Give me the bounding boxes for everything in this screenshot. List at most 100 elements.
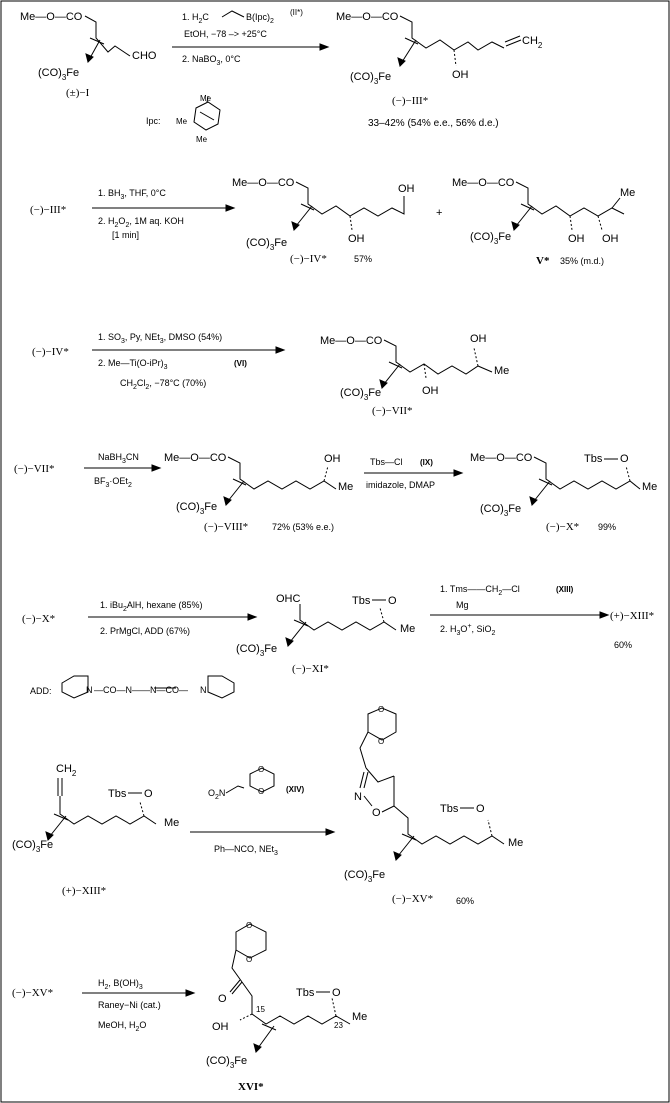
step3-arrow: 1. SO3, Py, NEt3, DMSO (54%) 2. Me—Ti(O-… (92, 332, 286, 391)
step3-reactant: (−)−IV* (32, 346, 69, 358)
svg-text:Tbs: Tbs (108, 788, 127, 800)
svg-text:Raney−Ni (cat.): Raney−Ni (cat.) (98, 1000, 161, 1010)
svg-text:O: O (372, 807, 381, 819)
step5-product-XI: OHC Tbs O Me (CO)3Fe (−)−XI* (236, 593, 415, 675)
svg-text:(XIV): (XIV) (286, 785, 305, 794)
step4-product-X: Me—O—CO Tbs O Me (CO)3Fe (−)−X* 99% (470, 452, 657, 533)
svg-text:Tbs: Tbs (296, 987, 315, 999)
svg-text:MeOH, H2O: MeOH, H2O (98, 1020, 146, 1033)
compound-label-III: (−)−III* (392, 95, 428, 107)
svg-text:N: N (200, 685, 207, 695)
svg-text:Me—O—CO: Me—O—CO (164, 452, 227, 464)
svg-text:2. NaBO3, 0°C: 2. NaBO3, 0°C (182, 54, 241, 67)
svg-text:NaBH3CN: NaBH3CN (98, 452, 139, 465)
svg-text:Me: Me (620, 187, 635, 199)
svg-text:1. H2C: 1. H2C (182, 12, 209, 25)
svg-text:O: O (476, 803, 485, 815)
svg-text:Me: Me (494, 365, 509, 377)
svg-text:33–42% (54% e.e., 56% d.e.): 33–42% (54% e.e., 56% d.e.) (368, 118, 499, 129)
step5-arrow1: 1. iBu2AlH, hexane (85%) 2. PrMgCl, ADD … (88, 600, 258, 636)
svg-text:(CO)3Fe: (CO)3Fe (350, 71, 391, 86)
svg-text:Me: Me (508, 837, 523, 849)
step2-product-IV: Me—O—CO OH OH (CO)3Fe (−)−IV* 57% (232, 177, 415, 265)
ipc-structure: Ipc: Me Me Me (146, 94, 221, 144)
svg-text:O: O (144, 788, 153, 800)
step7-product-XVI: O O O OH 15 Tbs O 23 Me (CO)3Fe XVI* (206, 921, 367, 1093)
svg-text:(CO)3Fe: (CO)3Fe (206, 1055, 247, 1070)
svg-text:Mg: Mg (456, 600, 469, 610)
add-structure: ADD: N —CO—N——N—CO— N (30, 675, 235, 699)
svg-text:CH2Cl2, −78°C (70%): CH2Cl2, −78°C (70%) (120, 378, 206, 391)
svg-text:Tbs: Tbs (584, 453, 603, 465)
svg-text:O: O (246, 955, 252, 964)
cho-label: CHO (132, 50, 157, 62)
svg-text:N: N (354, 791, 362, 803)
svg-text:(−)−VIII*: (−)−VIII* (204, 521, 248, 533)
svg-text:OHC: OHC (276, 593, 301, 605)
svg-text:Tbs—Cl: Tbs—Cl (370, 457, 403, 467)
svg-text:H2, B(OH)3: H2, B(OH)3 (98, 978, 143, 991)
svg-text:(−)−III*: (−)−III* (30, 204, 66, 216)
step5-arrow2: 1. Tms——CH2—Cl (XIII) Mg 2. H3O+, SiO2 (430, 584, 610, 637)
svg-text:Me: Me (352, 1011, 367, 1023)
svg-text:O: O (332, 987, 341, 999)
svg-text:O: O (378, 705, 384, 714)
svg-text:XVI*: XVI* (238, 1081, 264, 1093)
step1-product-III: Me—O—CO CH2 OH (CO)3Fe (−)−III* 33–42% (… (336, 11, 543, 129)
step6-reactant-XIII: CH2 Tbs O Me (CO)3Fe (+)−XIII* (12, 763, 179, 897)
svg-text:OH: OH (422, 385, 439, 397)
svg-text:(II*): (II*) (290, 8, 303, 17)
svg-text:O: O (388, 595, 397, 607)
svg-text:(CO)3Fe: (CO)3Fe (344, 869, 385, 884)
svg-text:V*: V* (536, 255, 550, 267)
svg-text:(CO)3Fe: (CO)3Fe (246, 237, 287, 252)
svg-text:Me: Me (164, 817, 179, 829)
svg-text:23: 23 (334, 1021, 343, 1030)
svg-text:EtOH, −78 –> +25°C: EtOH, −78 –> +25°C (184, 29, 267, 39)
svg-text:57%: 57% (354, 254, 372, 264)
svg-text:Me—O—CO: Me—O—CO (320, 335, 383, 347)
compound-label-I: (±)−I (66, 87, 90, 99)
step4-arrow1: NaBH3CN BF3·OEt2 (84, 452, 162, 489)
svg-text:(IX): (IX) (420, 458, 433, 467)
svg-text:1. iBu2AlH, hexane (85%): 1. iBu2AlH, hexane (85%) (100, 600, 202, 613)
svg-text:2. PrMgCl, ADD (67%): 2. PrMgCl, ADD (67%) (100, 626, 190, 636)
svg-text:35% (m.d.): 35% (m.d.) (560, 256, 604, 266)
svg-text:1. Tms——CH2—Cl: 1. Tms——CH2—Cl (440, 584, 520, 597)
svg-text:Me: Me (196, 135, 208, 144)
svg-text:1. SO3, Py, NEt3, DMSO (54%: 1. SO3, Py, NEt3, DMSO (54%) (98, 332, 222, 345)
svg-text:Tbs: Tbs (440, 803, 459, 815)
svg-text:(CO)3Fe: (CO)3Fe (176, 501, 217, 516)
svg-text:15: 15 (256, 1005, 265, 1014)
svg-text:O: O (246, 921, 252, 930)
step2-product-V: Me—O—CO Me OH OH (CO)3Fe V* 35% (m.d.) (452, 177, 635, 267)
compound-label-XIII: (+)−XIII* (610, 610, 654, 622)
svg-text:Ipc:: Ipc: (146, 116, 161, 126)
svg-text:(−)−XI*: (−)−XI* (292, 663, 329, 675)
svg-text:Me—O—CO: Me—O—CO (470, 452, 533, 464)
svg-text:Me—O—CO: Me—O—CO (336, 11, 399, 23)
svg-text:99%: 99% (598, 522, 616, 532)
svg-text:O: O (258, 787, 264, 796)
svg-text:Me—O—CO: Me—O—CO (452, 177, 515, 189)
ester-label: Me—O—CO (20, 11, 83, 23)
svg-text:OH: OH (568, 233, 585, 245)
svg-text:60%: 60% (614, 640, 632, 650)
step4-product-VIII: Me—O—CO OH Me (CO)3Fe (−)−VIII* 72% (53%… (164, 452, 353, 533)
svg-text:72% (53% e.e.): 72% (53% e.e.) (272, 522, 334, 532)
svg-text:CH2: CH2 (56, 763, 77, 778)
svg-text:Me: Me (200, 94, 212, 103)
svg-text:OH: OH (324, 453, 341, 465)
svg-text:O: O (378, 737, 384, 746)
svg-text:2. Me—Ti(O-iPr)3: 2. Me—Ti(O-iPr)3 (98, 358, 168, 371)
svg-text:Me: Me (400, 623, 415, 635)
svg-text:—CO—N——N—CO—: —CO—N——N—CO— (94, 685, 188, 695)
plus-sign: + (436, 207, 442, 219)
svg-text:OH: OH (212, 1021, 229, 1033)
svg-text:O: O (218, 993, 227, 1005)
step7-arrow: H2, B(OH)3 Raney−Ni (cat.) MeOH, H2O (82, 978, 196, 1033)
svg-text:imidazole, DMAP: imidazole, DMAP (366, 480, 435, 490)
svg-text:B(Ipc)2: B(Ipc)2 (246, 12, 274, 25)
